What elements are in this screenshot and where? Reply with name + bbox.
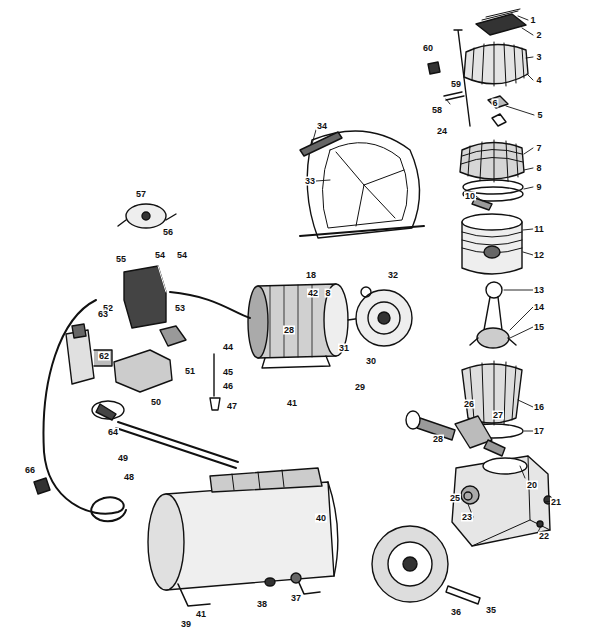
callout-number: 5 <box>536 111 543 120</box>
callout-number: 9 <box>535 183 542 192</box>
callout-number: 4 <box>535 76 542 85</box>
callout-number: 14 <box>533 303 545 312</box>
callout-number: 46 <box>222 382 234 391</box>
callout-number: 22 <box>538 532 550 541</box>
callout-number: 1 <box>529 16 536 25</box>
callout-number: 64 <box>107 428 119 437</box>
callout-number: 10 <box>464 192 476 201</box>
callout-number: 59 <box>450 80 462 89</box>
callout-number: 28 <box>432 435 444 444</box>
callout-number: 58 <box>431 106 443 115</box>
callout-number: 60 <box>422 44 434 53</box>
callout-number: 41 <box>286 399 298 408</box>
callout-number: 24 <box>436 127 448 136</box>
callout-number: 8 <box>324 289 331 298</box>
callout-number: 54 <box>176 251 188 260</box>
callout-number: 12 <box>533 251 545 260</box>
callout-number: 6 <box>491 99 498 108</box>
callout-number: 27 <box>492 411 504 420</box>
callout-number: 45 <box>222 368 234 377</box>
callout-number: 15 <box>533 323 545 332</box>
callout-number: 29 <box>354 383 366 392</box>
callout-number: 56 <box>162 228 174 237</box>
callout-number: 33 <box>304 177 316 186</box>
callout-number: 31 <box>338 344 350 353</box>
callout-number: 13 <box>533 286 545 295</box>
callout-number: 42 <box>307 289 319 298</box>
callout-number: 36 <box>450 608 462 617</box>
callout-number: 26 <box>463 400 475 409</box>
callout-number: 57 <box>135 190 147 199</box>
callout-number: 17 <box>533 427 545 436</box>
callout-number: 51 <box>184 367 196 376</box>
callout-number: 47 <box>226 402 238 411</box>
callout-number: 28 <box>283 326 295 335</box>
callout-number: 66 <box>24 466 36 475</box>
callout-number: 21 <box>550 498 562 507</box>
callout-number: 53 <box>174 304 186 313</box>
callout-number: 3 <box>535 53 542 62</box>
callout-number: 54 <box>154 251 166 260</box>
callout-number: 23 <box>461 513 473 522</box>
callout-number: 49 <box>117 454 129 463</box>
callout-number: 55 <box>115 255 127 264</box>
callout-number: 63 <box>97 310 109 319</box>
callout-number: 44 <box>222 343 234 352</box>
callout-number: 25 <box>449 494 461 503</box>
callout-number: 48 <box>123 473 135 482</box>
callout-number: 16 <box>533 403 545 412</box>
callout-number: 62 <box>98 352 110 361</box>
callout-number: 11 <box>533 225 545 234</box>
callout-number: 30 <box>365 357 377 366</box>
callout-number: 8 <box>535 164 542 173</box>
callout-number: 40 <box>315 514 327 523</box>
callout-number: 37 <box>290 594 302 603</box>
callout-number: 32 <box>387 271 399 280</box>
callout-number: 39 <box>180 620 192 629</box>
callout-number: 2 <box>535 31 542 40</box>
callout-number: 20 <box>526 481 538 490</box>
callout-number: 7 <box>535 144 542 153</box>
callout-number: 41 <box>195 610 207 619</box>
callout-number: 38 <box>256 600 268 609</box>
callout-number: 35 <box>485 606 497 615</box>
callout-number: 34 <box>316 122 328 131</box>
callout-number: 18 <box>305 271 317 280</box>
callout-number: 50 <box>150 398 162 407</box>
